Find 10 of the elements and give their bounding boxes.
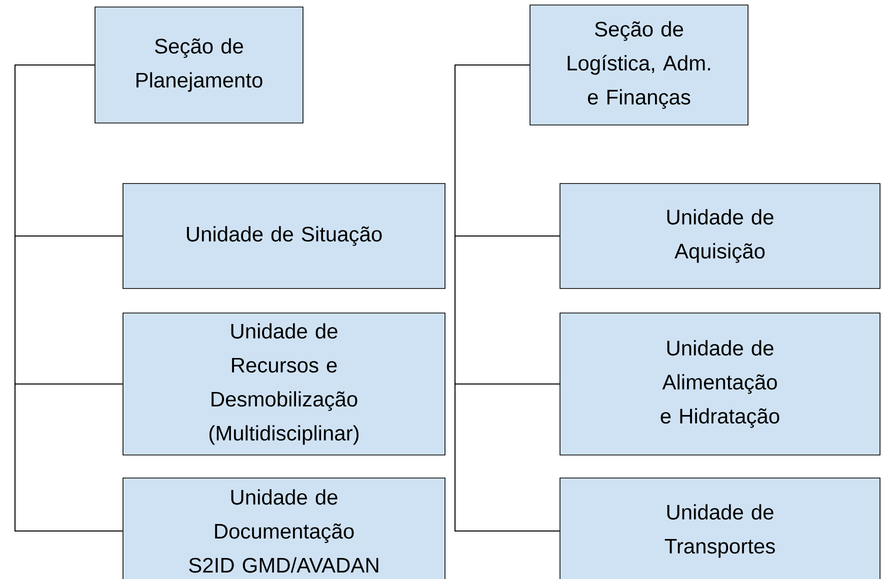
unit-box: Unidade de Aquisição [560, 183, 880, 289]
unit-box: Unidade de Situação [122, 183, 446, 289]
unit-box: Unidade de Documentação S2ID GMD/AVADAN [122, 478, 446, 579]
connector-line [454, 64, 560, 532]
unit-box: Unidade de Alimentação e Hidratação [560, 312, 880, 456]
unit-box: Seção de Planejamento [94, 6, 304, 124]
unit-box: Unidade de Recursos e Desmobilização (Multidisciplinar) [122, 312, 446, 456]
unit-box: Seção de Logística, Adm. e Finanças [530, 4, 748, 126]
unit-box: Unidade de Transportes [560, 478, 880, 579]
connector-line [14, 64, 124, 532]
